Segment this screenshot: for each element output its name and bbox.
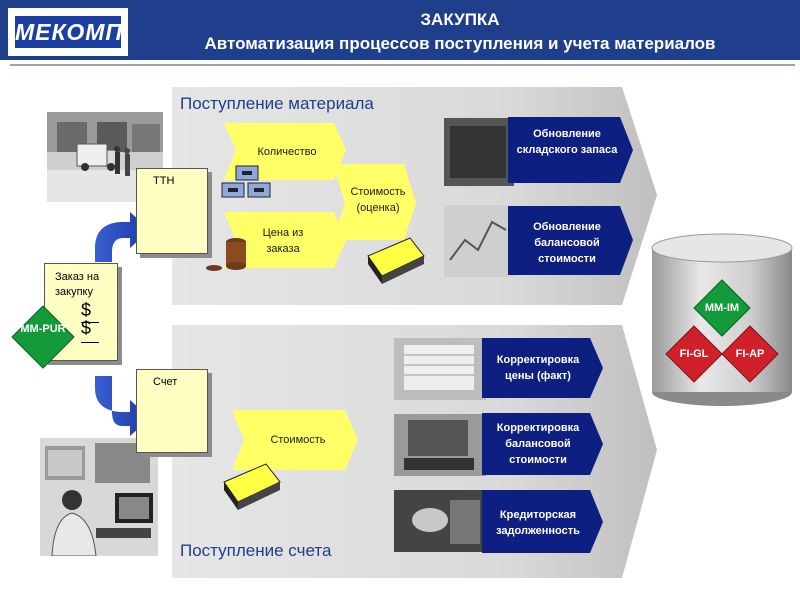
section-material-receipt: Поступление материала xyxy=(180,94,374,113)
mm-pur-label: MM-PUR xyxy=(20,323,66,335)
calculator-thumbnail xyxy=(394,338,486,400)
balance-update-label: Обновление балансовой стоимости xyxy=(533,221,601,265)
fi-ap-label: FI-AP xyxy=(735,348,765,360)
purchase-order-document: Заказ на закупку $ $ xyxy=(44,263,118,361)
mm-im-diamond xyxy=(693,279,751,337)
price-correction-arrow xyxy=(482,338,603,398)
page-title: ЗАКУПКА xyxy=(420,10,500,29)
payables-label: Кредиторская задолженность xyxy=(496,509,580,537)
logo-text: МЕКОМП xyxy=(15,16,122,48)
laptop-thumbnail xyxy=(394,414,486,476)
dollar-sign-icon: $ xyxy=(81,300,92,320)
ttn-document: ТТН xyxy=(136,168,208,254)
money-stack-icon xyxy=(367,237,425,284)
invoice-document: Счет xyxy=(136,369,208,453)
fi-gl-diamond xyxy=(665,325,723,383)
payables-arrow xyxy=(482,490,603,553)
coins-icon xyxy=(206,238,246,271)
cost-label: Стоимость xyxy=(270,434,326,446)
boxes-icon xyxy=(221,165,271,198)
mm-pur-diamond-shape xyxy=(11,305,75,369)
hands-thumbnail xyxy=(394,490,486,552)
header-divider xyxy=(10,64,795,66)
dollar-line xyxy=(81,342,99,343)
valuation-tag xyxy=(333,164,416,240)
balance-update-arrow xyxy=(508,206,633,275)
dollar-sign-icon: $ xyxy=(81,318,92,338)
section-invoice-receipt: Поступление счета xyxy=(180,541,332,560)
logo: МЕКОМП xyxy=(8,8,128,56)
balance-correction-label: Корректировка балансовой стоимости xyxy=(496,422,580,466)
balance-correction-arrow xyxy=(482,413,603,475)
ttn-label: ТТН xyxy=(153,175,175,187)
chart-pen-thumbnail xyxy=(444,205,514,277)
price-correction-label: Корректировка цены (факт) xyxy=(496,354,580,382)
fi-gl-label: FI-GL xyxy=(679,348,709,360)
stock-update-label: Обновление складского запаса xyxy=(516,128,618,156)
page-subtitle: Автоматизация процессов поступления и уч… xyxy=(204,34,716,53)
fi-ap-diamond xyxy=(721,325,779,383)
invoice-label: Счет xyxy=(153,376,178,388)
cost-tag xyxy=(232,410,358,470)
dollar-line xyxy=(81,322,99,323)
stock-update-arrow xyxy=(508,117,633,183)
stock-chart-thumbnail xyxy=(444,118,514,186)
header-bar: МЕКОМП ЗАКУПКА Автоматизация процессов п… xyxy=(0,0,800,60)
money-stack-icon xyxy=(223,463,281,510)
purchase-order-label: Заказ на закупку xyxy=(55,271,100,298)
quantity-label: Количество xyxy=(257,146,317,158)
order-price-tag xyxy=(224,212,346,268)
warehouse-photo xyxy=(47,112,163,202)
valuation-label: Стоимость (оценка) xyxy=(350,186,406,214)
order-price-label: Цена из заказа xyxy=(262,227,304,255)
office-worker-photo xyxy=(40,438,158,556)
mm-im-label: MM-IM xyxy=(704,302,740,314)
